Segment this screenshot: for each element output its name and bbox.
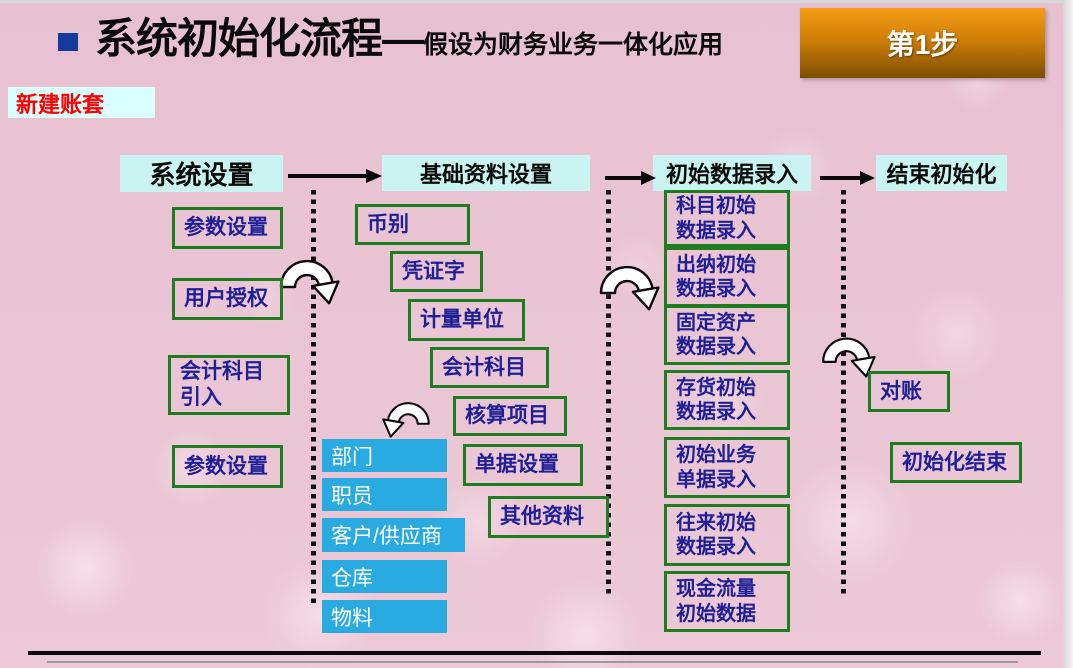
- subbox-customer-supplier: 客户/供应商: [322, 518, 465, 552]
- flow-box-account-import: 会计科目 引入: [168, 355, 290, 415]
- subbox-warehouse: 仓库: [322, 560, 447, 593]
- flow-header-initial-data-entry: 初始数据录入: [653, 155, 811, 191]
- dotted-line-icon: [606, 190, 611, 594]
- flow-box-document-settings: 单据设置: [463, 444, 583, 486]
- title-subtitle: 假设为财务业务一体化应用: [423, 31, 724, 59]
- flow-box-reconciliation: 对账: [868, 371, 950, 412]
- right-arrow-icon: [605, 171, 656, 185]
- right-arrow-icon: [288, 169, 382, 183]
- loop-arrow-icon: [822, 337, 876, 378]
- flow-box-cashier-initial-data: 出纳初始 数据录入: [664, 247, 790, 307]
- bottom-rule-thin: [47, 661, 1018, 663]
- loop-arrow-icon: [279, 259, 340, 305]
- subbox-material: 物料: [322, 600, 447, 633]
- flow-box-account-subjects: 会计科目: [430, 347, 549, 388]
- page-title: 系统初始化流程—假设为财务业务一体化应用: [95, 14, 723, 64]
- window-top-edge: [0, 0, 1063, 3]
- flow-box-param-settings-1: 参数设置: [172, 207, 283, 249]
- flow-box-param-settings-2: 参数设置: [172, 445, 283, 488]
- flow-header-basic-data: 基础资料设置: [382, 155, 590, 191]
- flow-box-initial-business-docs: 初始业务 单据录入: [664, 437, 790, 498]
- flow-box-accounting-items: 核算项目: [453, 396, 567, 436]
- flow-header-finish-init: 结束初始化: [876, 155, 1007, 191]
- flow-box-user-auth: 用户授权: [172, 278, 283, 320]
- flow-box-other-data: 其他资料: [488, 496, 609, 538]
- flow-box-fixed-asset-data: 固定资产 数据录入: [664, 305, 790, 365]
- flow-box-currency: 币别: [355, 204, 470, 245]
- flow-box-inventory-initial-data: 存货初始 数据录入: [664, 370, 790, 430]
- flow-box-measure-unit: 计量单位: [408, 299, 525, 341]
- loop-arrow-icon: [382, 402, 430, 438]
- flow-header-system-settings: 系统设置: [120, 155, 283, 192]
- title-main: 系统初始化流程—: [95, 15, 424, 62]
- loop-arrow-icon: [599, 265, 660, 311]
- new-account-set-tag: 新建账套: [8, 87, 155, 118]
- window-right-edge: [1063, 0, 1073, 668]
- square-bullet-icon: [58, 33, 78, 51]
- flow-box-current-initial-data: 往来初始 数据录入: [664, 504, 790, 566]
- step-badge: 第1步: [800, 8, 1045, 78]
- flow-box-subject-initial-data: 科目初始 数据录入: [664, 190, 790, 247]
- right-arrow-icon: [820, 171, 875, 185]
- flow-box-voucher-word: 凭证字: [390, 251, 483, 292]
- bottom-rule: [28, 651, 1041, 655]
- flow-box-init-finished: 初始化结束: [890, 442, 1022, 483]
- subbox-staff: 职员: [322, 478, 447, 511]
- dotted-line-icon: [841, 190, 846, 598]
- flow-box-cashflow-initial-data: 现金流量 初始数据: [664, 571, 790, 632]
- subbox-department: 部门: [322, 439, 447, 472]
- dotted-line-icon: [311, 190, 316, 607]
